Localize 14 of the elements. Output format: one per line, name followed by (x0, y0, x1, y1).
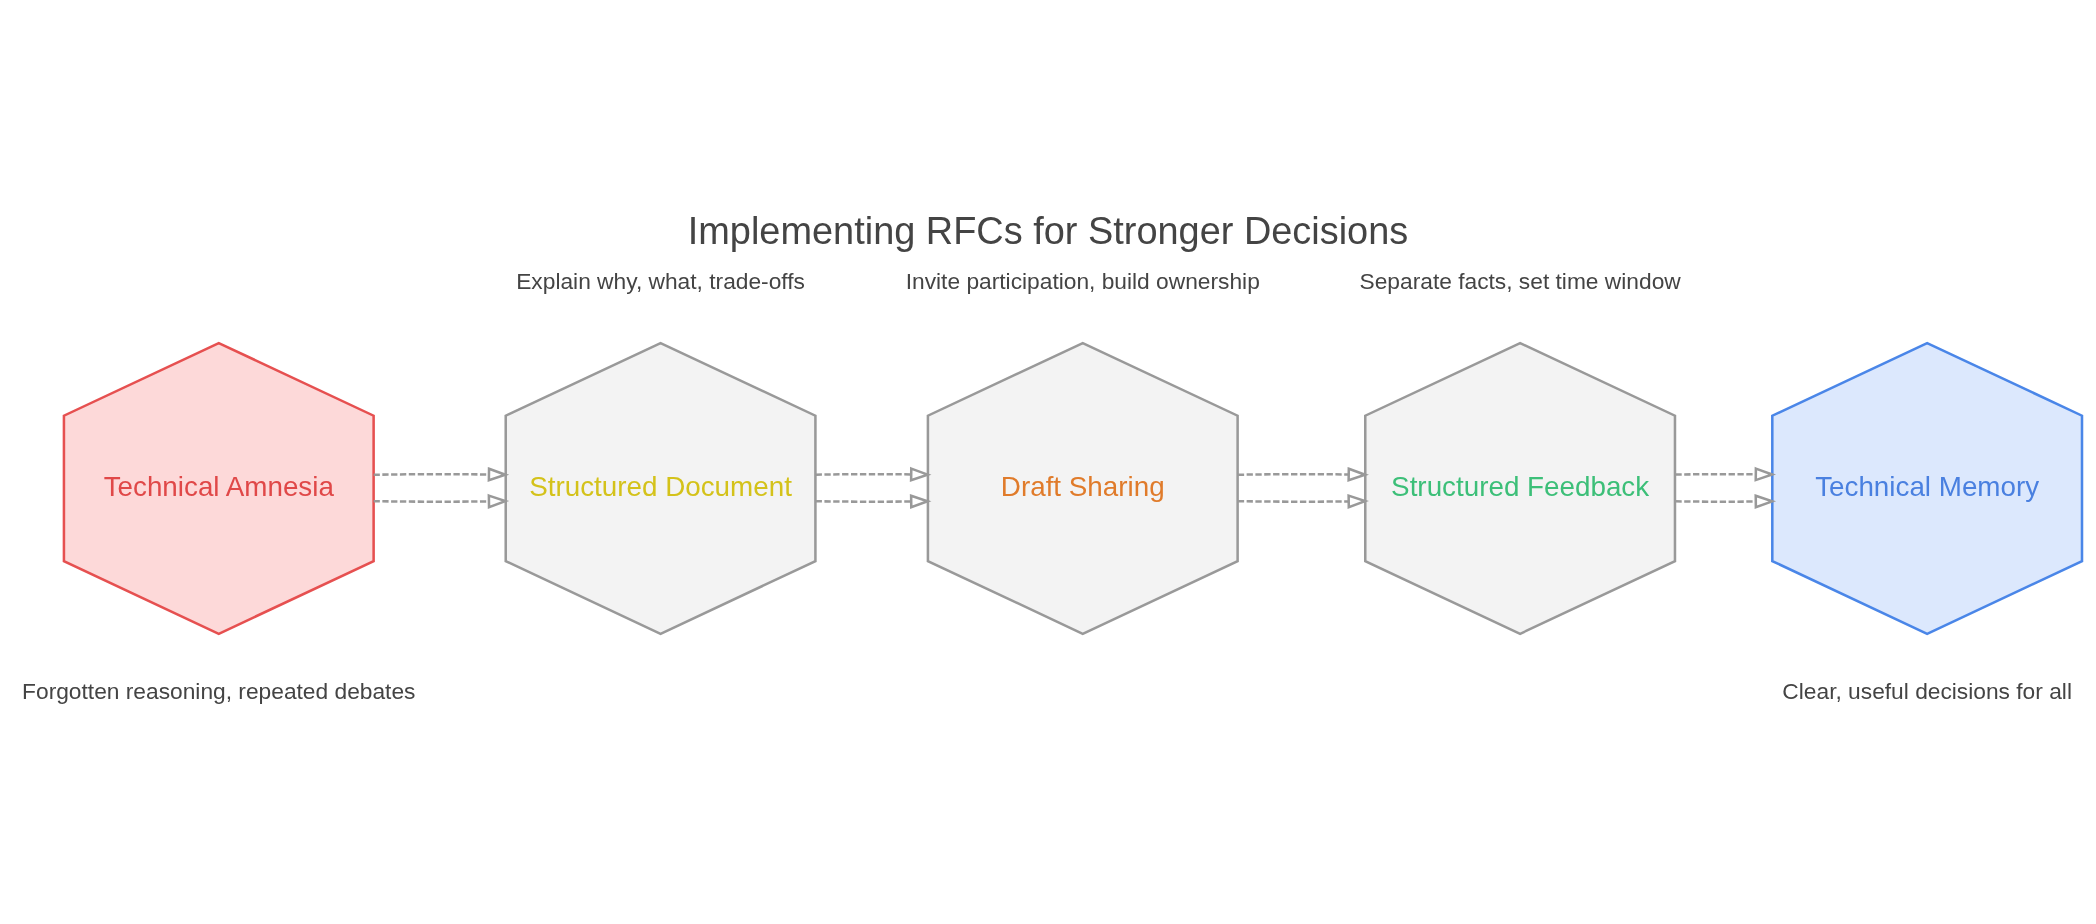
arrow (815, 493, 932, 509)
node-label: Clear, useful decisions for all (1782, 677, 2072, 704)
arrow (1675, 466, 1777, 482)
node-label: Invite participation, build ownership (905, 267, 1260, 294)
node-label: Explain why, what, trade-offs (516, 267, 805, 294)
arrow (815, 466, 932, 482)
arrow (373, 466, 510, 482)
arrow (1675, 493, 1777, 509)
diagram-title: Implementing RFCs for Stronger Decisions (687, 209, 1409, 252)
arrow (1237, 493, 1369, 509)
node-label: Forgotten reasoning, repeated debates (22, 677, 416, 704)
arrow (1237, 466, 1369, 482)
node-label: Separate facts, set time window (1359, 267, 1681, 294)
arrow (373, 493, 510, 509)
